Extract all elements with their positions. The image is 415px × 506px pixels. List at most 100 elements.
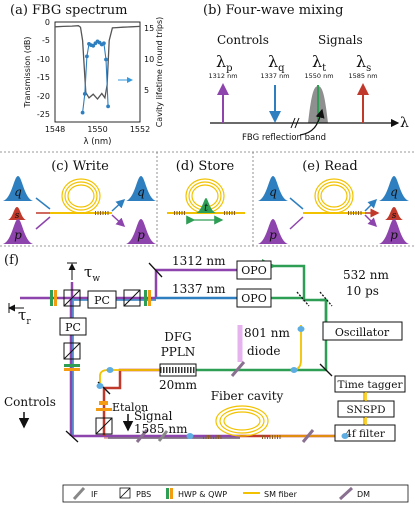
fiber-ring [61, 178, 101, 214]
wl-1337-label: 1337 nm [172, 282, 226, 296]
signals-label: Signals [318, 33, 363, 47]
pbs-diagonal [123, 289, 141, 307]
optical-mirrors [65, 262, 333, 443]
fiber-couplers [96, 326, 349, 439]
lifetime-data-point [85, 54, 89, 59]
pulse-p-in [258, 219, 288, 244]
pbs-diagonal [63, 342, 81, 360]
mirror [65, 430, 79, 443]
lambda-q-symbol: λq [268, 52, 285, 74]
hwp [64, 364, 80, 367]
fiber-ring [317, 181, 351, 211]
qwp [54, 290, 57, 306]
opo-label: OPO [241, 292, 266, 305]
pbs-cube [123, 289, 141, 307]
output-arrow [111, 214, 126, 228]
pulse-label: q [269, 185, 277, 199]
pulse-p-out [379, 219, 409, 244]
legend-pbs-label: PBS [136, 490, 151, 499]
pulse-p-out [126, 219, 156, 244]
opo-box [236, 260, 272, 280]
pulse-label: q [14, 185, 22, 199]
x-tick-label: 1548 [45, 125, 65, 134]
output-arrow [364, 198, 378, 212]
legend-pbs-swatch-diagonal [119, 487, 131, 499]
lambda-t-symbol: λt [312, 52, 326, 74]
right-axis-ticks: 15 10 5 [144, 24, 154, 95]
fiber-coupler [297, 326, 305, 332]
axis-break [290, 117, 296, 129]
pulse-q-in [258, 176, 288, 201]
y-tick-label: -10 [37, 55, 50, 64]
delay-tau-r: τr [18, 306, 31, 327]
signal-wl-label: 1585 nm [134, 422, 188, 436]
mirror [148, 262, 163, 278]
controls-label: Controls [217, 33, 269, 47]
stored-pulse-t [196, 198, 216, 213]
diode-label: diode [247, 344, 281, 358]
lifetime-series-line [82, 40, 109, 113]
fbg-band-label: FBG reflection band [242, 133, 326, 143]
delay-tau-w: τw [84, 263, 100, 284]
lambda-t-nm: 1550 nm [304, 72, 333, 80]
pulse-label: s [392, 211, 397, 221]
waveplates [50, 290, 151, 411]
oscillator-box [322, 321, 403, 341]
opo-label: OPO [241, 264, 266, 277]
x-axis-ticks: 1548 1550 1552 [45, 125, 150, 134]
panel-f: (f) τw τr [4, 253, 406, 443]
pbs-diagonal [63, 289, 81, 307]
legend-if-label: IF [91, 490, 98, 499]
pulse-q-out [126, 176, 156, 201]
diode-wl-label: 801 nm [244, 326, 290, 340]
y2-tick-label: 5 [144, 86, 149, 95]
legend: IF PBS HWP & QWP SM fiber DM [62, 484, 409, 503]
fiber-coupler [96, 383, 104, 389]
legend-hwp-qwp-label: HWP & QWP [178, 490, 227, 499]
y-tick-label: -25 [37, 110, 50, 119]
input-arrow [35, 197, 51, 210]
pulse-s-out [385, 207, 403, 220]
pc-label: PC [94, 294, 110, 307]
panel-b-title: (b) Four-wave mixing [203, 3, 343, 18]
panel-separators [0, 151, 415, 247]
plot-frame [54, 21, 141, 123]
qwp [96, 408, 112, 411]
pump-wl-label: 532 nm [343, 268, 389, 282]
y2-tick-label: 10 [144, 55, 154, 64]
lifetime-data-point [106, 104, 110, 109]
lambda-q-nm: 1337 nm [260, 72, 289, 80]
lifetime-data-point [80, 110, 85, 115]
fiber-cavity-label: Fiber cavity [211, 389, 284, 403]
qwp [148, 290, 151, 306]
pulse-label: s [15, 211, 20, 221]
legend-sm-fiber-label: SM fiber [264, 490, 298, 499]
dichroic-mirror [230, 361, 246, 377]
filter-label: 4f filter [345, 428, 386, 440]
hwp [50, 290, 53, 306]
beam-splitter [319, 291, 333, 307]
pbs-diagonal [95, 417, 113, 435]
lifetime-data-point [91, 43, 96, 48]
input-arrow [35, 216, 51, 230]
pbs-cube [95, 417, 113, 435]
fiber-ring [215, 405, 269, 437]
y2-axis-label: Cavity lifetime (round trips) [155, 17, 164, 128]
pulse-label: q [390, 185, 398, 199]
axis-lambda: λ [400, 115, 409, 131]
fiber-coupler [186, 433, 194, 439]
time-tagger-box [334, 375, 406, 393]
pbs-cube [63, 342, 81, 360]
fiber-coupler [341, 433, 349, 439]
lambda-p-nm: 1312 nm [208, 72, 237, 80]
pulse-label: t [204, 203, 209, 214]
legend-hwp-swatch [166, 488, 169, 499]
ppln-length-label: 20mm [159, 378, 198, 392]
legend-pbs-swatch [119, 487, 131, 499]
pulse-q-out [379, 176, 409, 201]
x-tick-label: 1550 [87, 125, 107, 134]
dichroic-mirror [135, 429, 149, 443]
pulse-p-in [3, 219, 33, 244]
legend-dm-swatch [338, 486, 354, 501]
